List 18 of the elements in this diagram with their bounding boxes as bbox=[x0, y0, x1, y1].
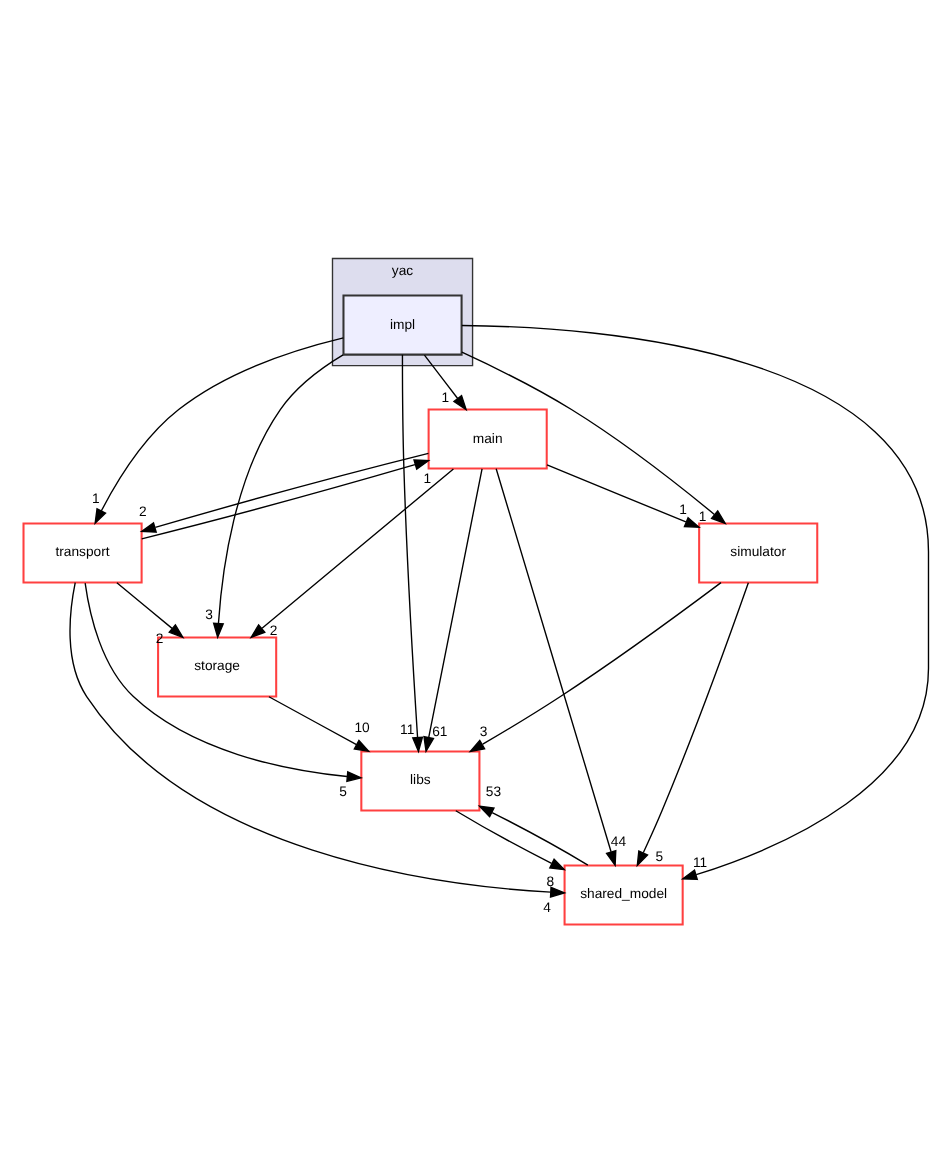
arrow bbox=[83, 581, 363, 782]
arrow bbox=[422, 353, 467, 411]
arrow bbox=[68, 580, 566, 897]
arrow bbox=[460, 323, 929, 880]
arrow bbox=[248, 467, 454, 638]
arrow bbox=[400, 353, 423, 753]
arrow bbox=[115, 581, 184, 638]
arrow bbox=[494, 467, 616, 867]
arrow bbox=[211, 353, 343, 639]
arrow bbox=[454, 809, 566, 870]
arrow bbox=[267, 695, 370, 752]
arrow bbox=[635, 581, 749, 867]
arrow bbox=[422, 467, 482, 753]
arrow bbox=[476, 804, 588, 865]
arrow bbox=[467, 580, 721, 752]
arrow bbox=[460, 350, 726, 524]
arrow bbox=[545, 463, 700, 528]
arrow bbox=[93, 336, 344, 525]
